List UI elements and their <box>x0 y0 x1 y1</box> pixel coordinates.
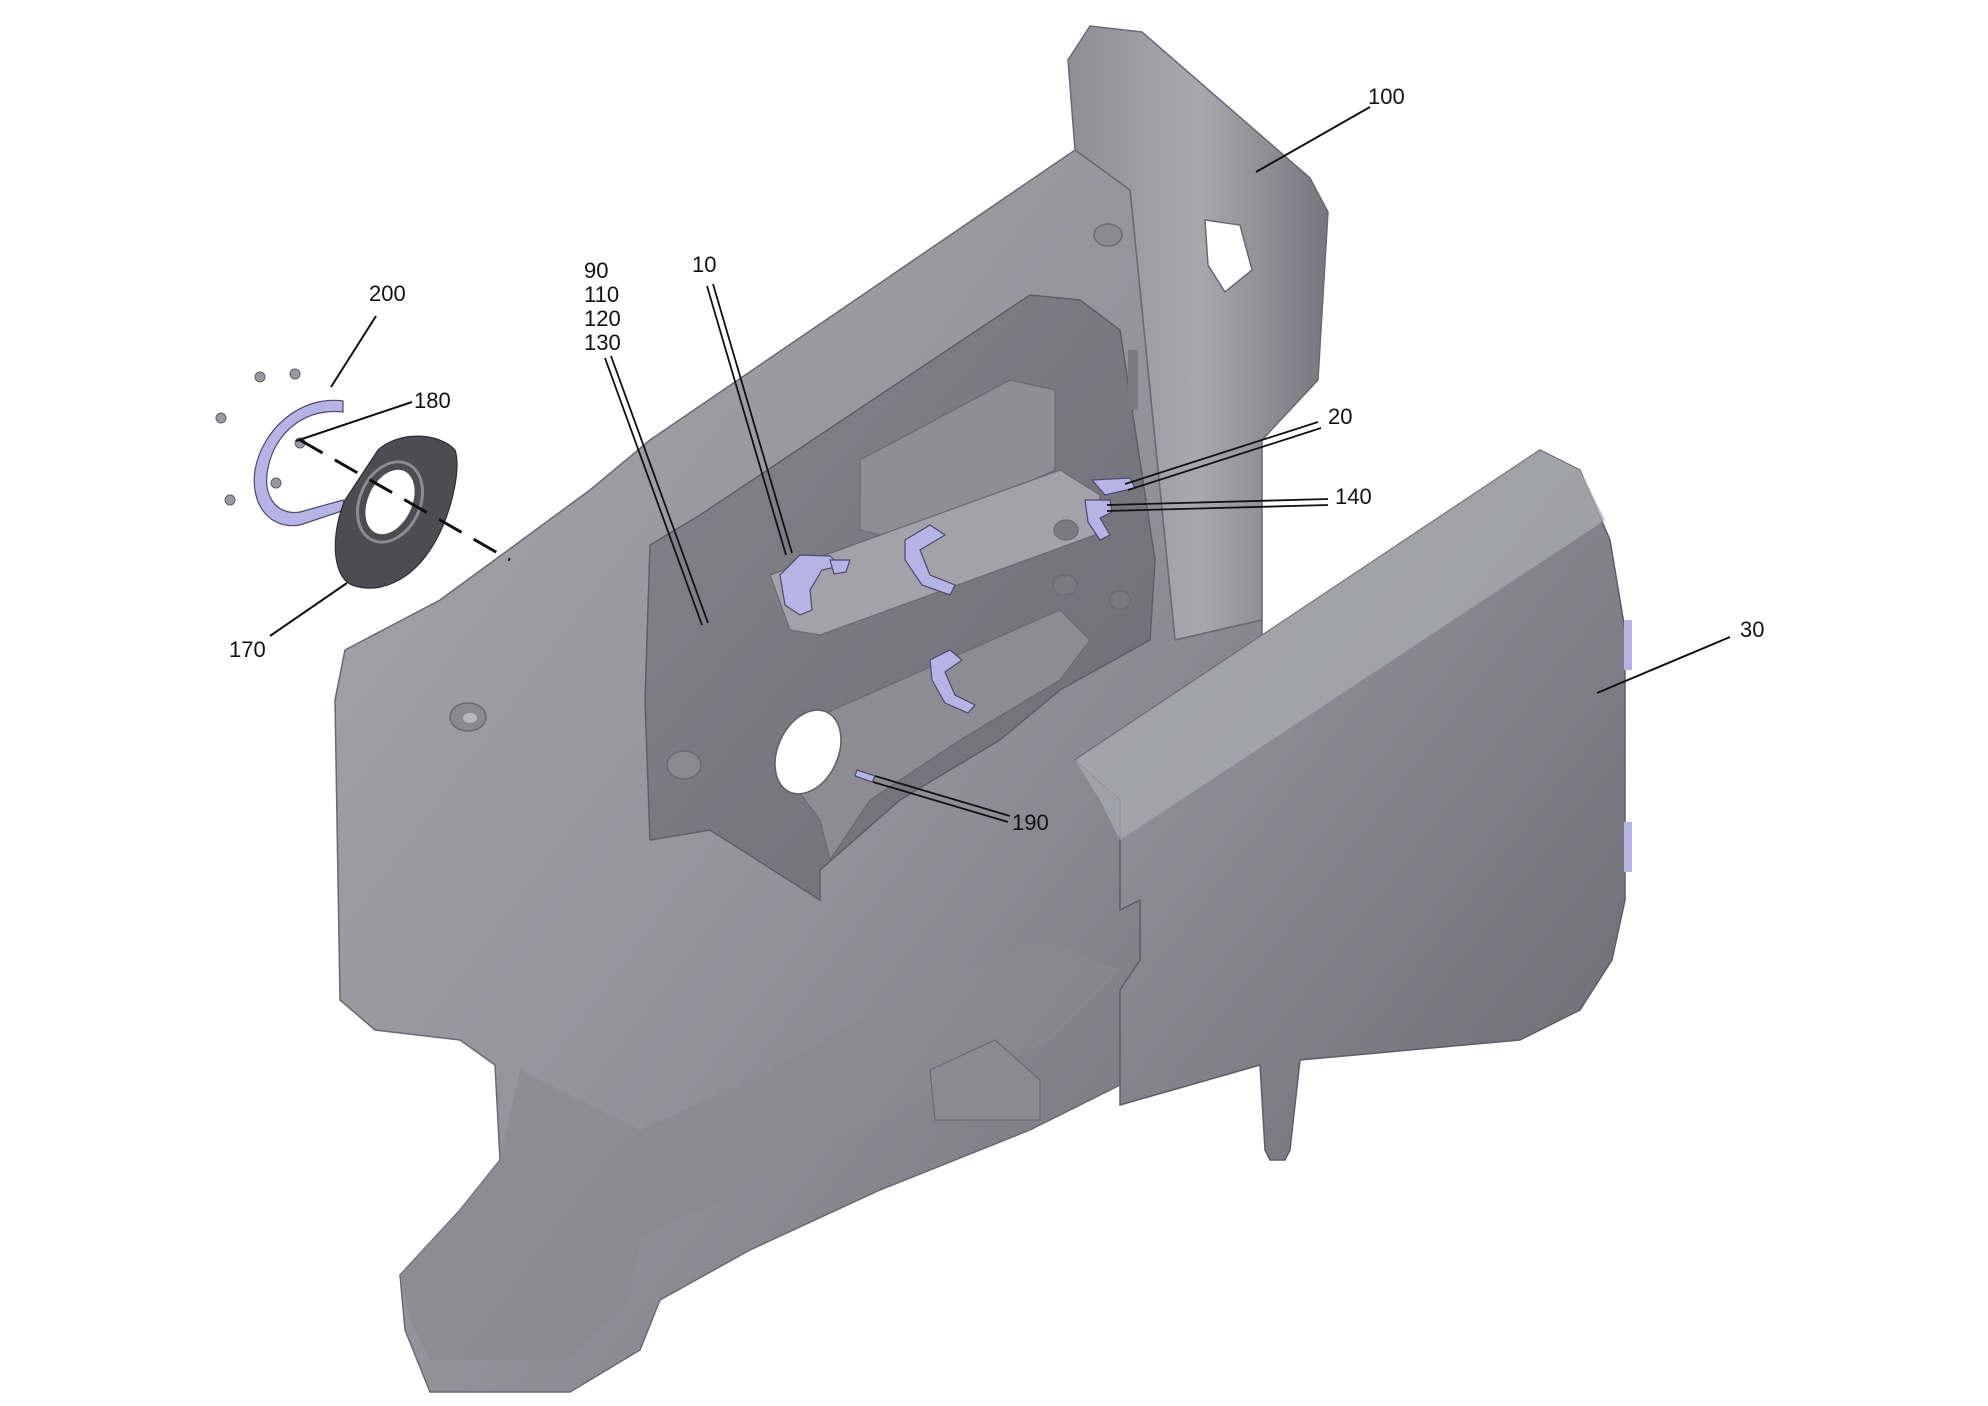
callout-20: 20 <box>1328 404 1352 429</box>
mount-hole <box>463 713 477 723</box>
callout-10: 10 <box>692 252 716 277</box>
leader-170 <box>269 582 348 637</box>
callout-90: 90 <box>584 258 608 283</box>
callout-100: 100 <box>1368 84 1405 109</box>
handle-tube-shape <box>769 469 1101 636</box>
leader-100 <box>1255 106 1371 173</box>
mount-hole <box>1109 590 1131 610</box>
post-slot <box>1204 219 1253 294</box>
lower-duct <box>789 609 1091 862</box>
retaining-ring-200 <box>253 399 346 527</box>
screw <box>224 494 236 506</box>
bracket-10 <box>779 554 842 616</box>
lower-bracket <box>929 1039 1041 1121</box>
clip-140 <box>1084 499 1113 541</box>
leader-200 <box>330 315 377 388</box>
screw <box>289 368 301 380</box>
callout-110: 110 <box>584 282 619 307</box>
leader-10 <box>706 283 793 556</box>
door-trim-body <box>334 25 1329 1393</box>
callout-200: 200 <box>369 281 406 306</box>
seal-ring <box>356 460 424 544</box>
bolt-190 <box>854 769 876 783</box>
screw <box>270 477 282 489</box>
callout-140: 140 <box>1335 484 1372 509</box>
callout-labels: 100 200 180 170 90 110 120 130 10 20 140… <box>229 84 1764 835</box>
leader-90 <box>604 355 709 626</box>
bracket-10-arm <box>829 559 851 575</box>
recess-plate <box>859 379 1056 541</box>
screw <box>215 412 227 424</box>
speaker-opening <box>774 709 842 795</box>
leader-lines <box>269 106 1731 823</box>
assembly-axis <box>299 438 511 562</box>
screws-180 <box>215 368 306 506</box>
post-tab <box>1128 350 1138 410</box>
callout-120: 120 <box>584 306 621 331</box>
mount-hole <box>1053 519 1079 541</box>
clip <box>929 649 976 714</box>
clip <box>904 524 956 596</box>
mount-hole <box>666 750 702 780</box>
panel-clip <box>1624 620 1632 670</box>
mount-hole <box>1093 223 1123 247</box>
mount-hole <box>1052 574 1078 596</box>
leader-140 <box>1106 498 1329 512</box>
pocket-panel-shape <box>1073 449 1626 1161</box>
clips-and-brackets <box>779 477 1136 783</box>
leader-30 <box>1596 636 1731 694</box>
leader-180 <box>295 401 413 442</box>
exploded-speaker-group <box>215 368 511 589</box>
callout-170: 170 <box>229 637 266 662</box>
leader-190 <box>872 775 1011 823</box>
callout-180: 180 <box>414 388 451 413</box>
callout-190: 190 <box>1012 810 1049 835</box>
callout-30: 30 <box>1740 617 1764 642</box>
callout-130: 130 <box>584 330 621 355</box>
screw <box>254 371 266 383</box>
lower-leg-shade <box>400 940 1120 1360</box>
pocket-panel <box>1073 449 1632 1161</box>
leader-20 <box>1124 421 1322 491</box>
panel-clip <box>1624 822 1632 872</box>
pocket-panel-top <box>1075 450 1605 840</box>
